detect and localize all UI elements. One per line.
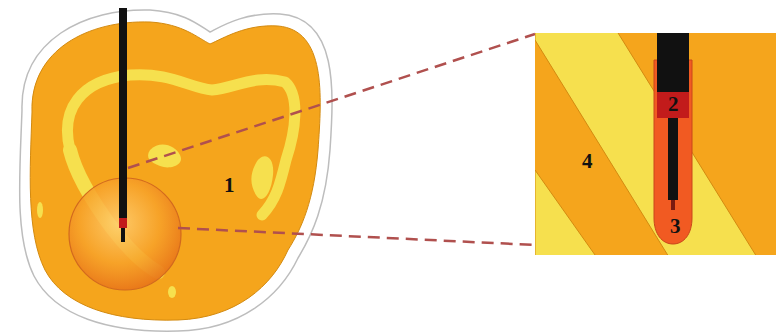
ventricle <box>168 286 176 298</box>
electrode-contact <box>119 218 127 228</box>
zoom-line <box>178 228 535 245</box>
electrode-shaft <box>657 33 689 92</box>
electrode <box>119 8 127 220</box>
electrode-wire <box>668 118 678 200</box>
white-matter-zoom <box>535 170 600 255</box>
callout-number: 3 <box>670 216 681 237</box>
callout-number: 1 <box>224 175 235 196</box>
white-matter-zoom <box>535 33 760 255</box>
callout-number: 2 <box>668 94 679 115</box>
electrode-tip <box>121 228 125 242</box>
electrode-contact <box>657 92 689 118</box>
ventricle <box>251 156 273 199</box>
ventricle <box>37 202 43 218</box>
brain-tissue <box>30 22 320 320</box>
callout-number: 4 <box>582 151 593 172</box>
brain-border <box>20 10 332 331</box>
zoom-line <box>128 34 535 168</box>
electrode-tip <box>671 200 675 210</box>
